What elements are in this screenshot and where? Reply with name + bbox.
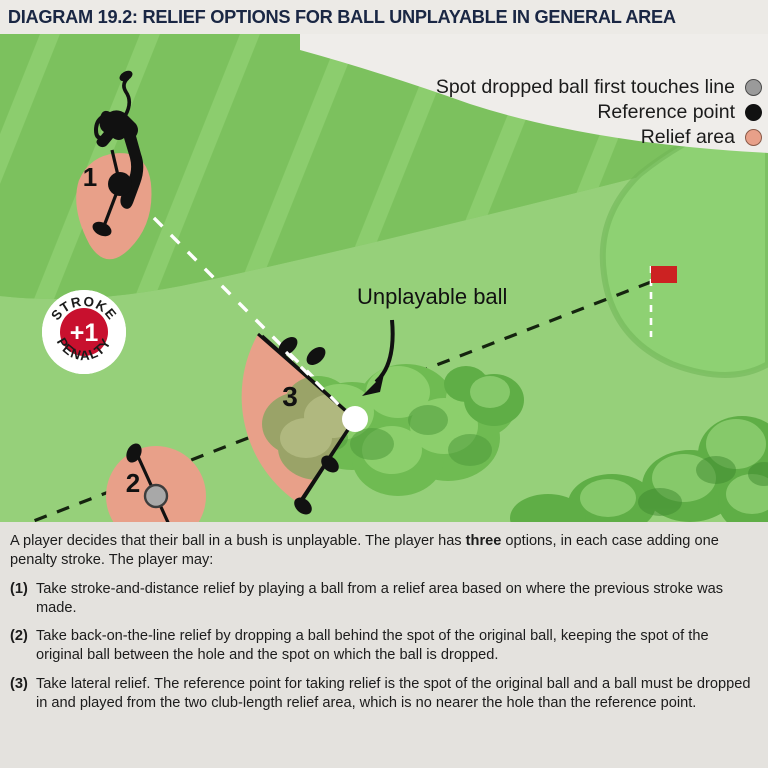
club-heads-3 <box>278 336 339 515</box>
legend-backdrop <box>300 34 768 153</box>
caption-option-1-text: Take stroke-and-distance relief by playi… <box>36 580 724 616</box>
spot-dropped-ball-touches-line-2 <box>143 483 169 509</box>
salmon-circle-icon <box>745 129 762 146</box>
black-circle-icon <box>745 104 762 121</box>
legend-item-relief-area: Relief area <box>641 126 762 149</box>
caption-option-2-text: Take back-on-the-line relief by dropping… <box>36 628 709 664</box>
caption-option-1: (1) Take stroke-and-distance relief by p… <box>10 580 754 619</box>
caption-option-2: (2) Take back-on-the-line relief by drop… <box>10 627 754 666</box>
legend-label-relief-area: Relief area <box>640 126 735 148</box>
illustration-scene: 3 2 <box>0 34 768 522</box>
legend-item-reference-point: Reference point <box>597 101 762 124</box>
callout-arrow-head <box>362 374 384 396</box>
marker-label-3: 3 <box>282 381 298 412</box>
caption-option-2-number: (2) <box>10 628 28 644</box>
grey-circle-icon <box>745 79 762 96</box>
marker-label-2: 2 <box>126 468 140 498</box>
legend: Spot dropped ball first touches line Ref… <box>436 76 762 149</box>
legend-label-reference-point: Reference point <box>597 101 735 123</box>
caption-option-3-text: Take lateral relief. The reference point… <box>36 675 751 711</box>
badge-center-text: +1 <box>70 319 99 347</box>
legend-label-spot-dropped: Spot dropped ball first touches line <box>435 76 735 98</box>
page-title: DIAGRAM 19.2: RELIEF OPTIONS FOR BALL UN… <box>7 6 676 27</box>
club-head-1 <box>92 221 112 237</box>
caption-panel: A player decides that their ball in a bu… <box>0 522 768 768</box>
unplayable-ball-callout: Unplayable ball <box>357 284 508 309</box>
tree-cluster-right <box>510 416 768 522</box>
stroke-penalty-badge: STROKE PENALTY +1 <box>42 290 126 374</box>
caption-intro-after: options, in each case adding one penalty… <box>10 533 719 569</box>
header-bar: DIAGRAM 19.2: RELIEF OPTIONS FOR BALL UN… <box>0 0 768 34</box>
caption-intro: A player decides that their ball in a bu… <box>10 532 754 571</box>
reference-point-1 <box>108 172 132 196</box>
flagstick <box>651 266 677 283</box>
golf-course-illustration: 3 2 <box>0 34 768 522</box>
caption-option-1-number: (1) <box>10 580 28 597</box>
stroke-distance-dashed-in-fan <box>284 350 348 414</box>
caption-option-3: (3) Take lateral relief. The reference p… <box>10 675 754 714</box>
club-heads-2 <box>126 443 142 463</box>
marker-label-1: 1 <box>83 162 97 192</box>
caption-option-3-number: (3) <box>10 675 28 692</box>
caption-intro-bold: three <box>465 533 502 549</box>
callout-arrow-line <box>374 319 395 384</box>
unplayable-ball <box>342 406 368 432</box>
legend-item-spot-dropped: Spot dropped ball first touches line <box>436 76 762 99</box>
caption-intro-before: A player decides that their ball in a bu… <box>10 533 466 549</box>
tree-cluster-left <box>444 366 524 426</box>
